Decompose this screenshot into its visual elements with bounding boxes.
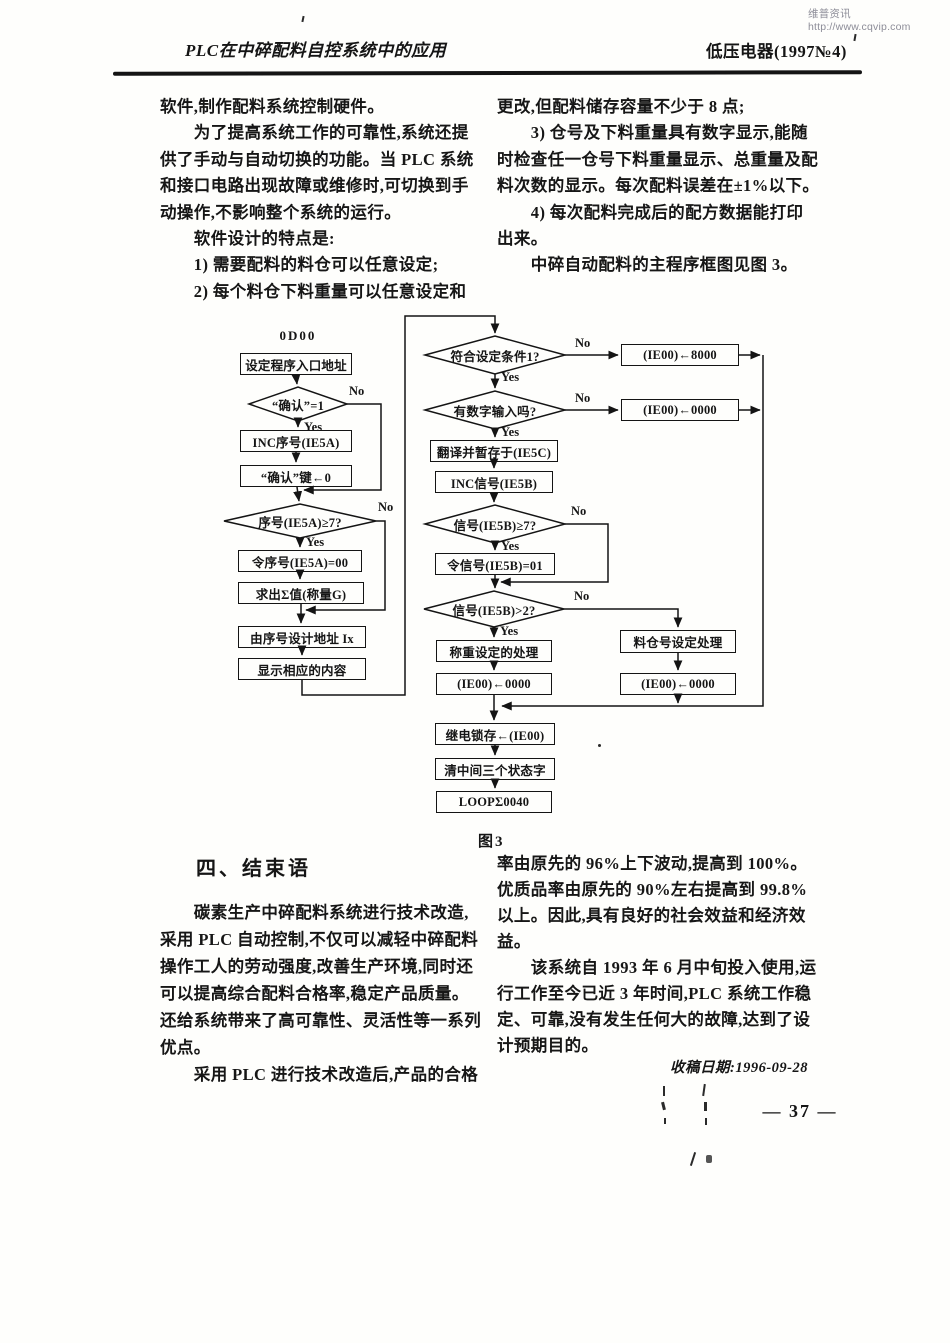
text-line: 以上。因此,具有良好的社会效益和经济效 <box>497 906 806 925</box>
body-column-top-right: 更改,但配料储存容量不少于 8 点; 3) 仓号及下料重量具有数字显示,能随时检… <box>497 94 863 279</box>
text-line: 采用 PLC 进行技术改造后,产品的合格 <box>160 1065 479 1084</box>
flow-node-translate: 翻译并暂存于(IE5C) <box>430 440 558 462</box>
branch-label-yes: Yes <box>501 370 520 384</box>
scan-artifact <box>664 1118 666 1124</box>
branch-label-yes: Yes <box>501 425 520 439</box>
branch-label-no: No <box>575 391 591 405</box>
text-line: 操作工人的劳动强度,改善生产环境,同时还 <box>160 957 474 976</box>
flow-node-display: 显示相应的内容 <box>238 658 366 680</box>
flow-node-ie00-0000-a: (IE00)←0000 <box>621 399 739 421</box>
scan-artifact <box>689 1152 697 1166</box>
flow-node-inc-seq: INC序号(IE5A) <box>240 430 352 452</box>
text-line: 时检查任一仓号下料重量显示、总重量及配 <box>497 149 819 169</box>
flowchart-connectors <box>223 315 764 789</box>
body-column-top-left: 软件,制作配料系统控制硬件。 为了提高系统工作的可靠性,系统还提供了手动与自动切… <box>160 94 495 305</box>
text-line: 碳素生产中碎配料系统进行技术改造, <box>160 903 469 922</box>
text-line: 3) 仓号及下料重量具有数字显示,能随 <box>497 123 808 143</box>
figure-caption: 图3 <box>478 834 505 850</box>
flow-decision-cond1: 符合设定条件1? <box>450 349 540 364</box>
body-column-bottom-right: 率由原先的 96%上下波动,提高到 100%。优质品率由原先的 90%左右提高到… <box>497 851 863 1059</box>
flow-node-ie00-8000: (IE00)←8000 <box>621 344 739 366</box>
scan-artifact <box>663 1086 665 1096</box>
flow-node-bin-proc: 料仓号设定处理 <box>620 630 736 653</box>
section-heading-conclusion: 四、结束语 <box>196 858 311 880</box>
branch-label-yes: Yes <box>500 624 519 638</box>
flow-node-confirm-key-0: “确认”键←0 <box>240 465 352 487</box>
branch-label-no: No <box>378 500 394 514</box>
text-line: 该系统自 1993 年 6 月中旬投入使用,运 <box>497 958 817 977</box>
flow-node-addr-ix: 由序号设计地址 Ix <box>238 626 366 648</box>
text-line: 为了提高系统工作的可靠性,系统还提 <box>160 123 469 143</box>
text-line: 动操作,不影响整个系统的运行。 <box>160 202 402 222</box>
watermark: 维普资讯 http://www.cqvip.com <box>808 8 911 33</box>
scan-artifact <box>598 744 601 747</box>
flow-node-sum-value: 求出Σ值(称量G) <box>238 582 364 604</box>
journal-issue-label: 低压电器(1997№4) <box>706 42 847 61</box>
scan-artifact <box>704 1102 707 1111</box>
text-line: 更改,但配料储存容量不少于 8 点; <box>497 97 745 116</box>
text-line: 软件,制作配料系统控制硬件。 <box>160 97 385 116</box>
branch-label-yes: Yes <box>501 539 520 553</box>
flow-node-ie00-0000-c: (IE00)←0000 <box>620 673 736 695</box>
scan-artifact <box>702 1083 706 1097</box>
page-number: — 37 — <box>762 1101 838 1121</box>
flowchart-figure-3: 0D00 设定程序入口地址 “确认”=1 INC序号(IE5A) “确认”键←0… <box>218 306 783 831</box>
text-line: 采用 PLC 自动控制,不仅可以减轻中碎配料 <box>160 930 479 949</box>
flow-decision-confirm: “确认”=1 <box>271 398 325 413</box>
flow-node-loop: LOOPΣ0040 <box>436 791 552 813</box>
scan-artifact <box>661 1101 666 1111</box>
text-line: 和接口电路出现故障或维修时,可切换到手 <box>160 176 469 196</box>
text-line: 优点。 <box>160 1038 211 1057</box>
text-line: 出来。 <box>497 229 548 249</box>
text-line: 计预期目的。 <box>497 1036 599 1055</box>
flow-decision-seq-ge7: 序号(IE5A)≥7? <box>258 515 342 530</box>
flow-node-clear-status: 清中间三个状态字 <box>435 758 555 780</box>
flow-decision-sig-ge7: 信号(IE5B)≥7? <box>453 518 537 533</box>
branch-label-no: No <box>349 384 365 398</box>
flow-entry-address-label: 0D00 <box>279 328 317 343</box>
branch-label-no: No <box>571 504 587 518</box>
text-line: 供了手动与自动切换的功能。当 PLC 系统 <box>160 149 474 169</box>
body-column-bottom-left: 碳素生产中碎配料系统进行技术改造, 采用 PLC 自动控制,不仅可以减轻中碎配料操… <box>160 899 498 1088</box>
text-line: 1) 需要配料的料仓可以任意设定; <box>160 255 439 275</box>
text-line: 还给系统带来了高可靠性、灵活性等一系列 <box>160 1011 482 1030</box>
branch-label-yes: Yes <box>306 535 325 549</box>
flow-node-relay-latch: 继电锁存←(IE00) <box>435 723 555 745</box>
scan-artifact <box>705 1118 707 1125</box>
flow-node-ie00-0000-b: (IE00)←0000 <box>436 673 552 695</box>
text-line: 益。 <box>497 932 531 951</box>
branch-label-yes: Yes <box>304 420 323 434</box>
text-line: 优质品率由原先的 90%左右提高到 99.8% <box>497 880 808 899</box>
flow-node-set-entry: 设定程序入口地址 <box>240 353 352 375</box>
text-line: 软件设计的特点是: <box>160 229 335 249</box>
scan-artifact <box>853 33 857 42</box>
page-header-title: PLC在中碎配料自控系统中的应用 <box>185 41 447 60</box>
text-line: 2) 每个料仓下料重量可以任意设定和 <box>160 281 467 301</box>
text-line: 中碎自动配料的主程序框图见图 3。 <box>497 255 798 275</box>
flow-decision-sig-gt2: 信号(IE5B)>2? <box>452 603 536 618</box>
branch-label-no: No <box>574 589 590 603</box>
branch-label-no: No <box>575 336 591 350</box>
header-rule <box>112 70 863 76</box>
flow-decision-digit-input: 有数字输入吗? <box>453 404 537 419</box>
flow-node-inc-signal: INC信号(IE5B) <box>435 471 553 493</box>
text-line: 料次数的显示。每次配料误差在±1%以下。 <box>497 176 820 196</box>
text-line: 4) 每次配料完成后的配方数据能打印 <box>497 202 804 222</box>
flow-node-sig-eq01: 令信号(IE5B)=01 <box>435 553 555 575</box>
text-line: 可以提高综合配料合格率,稳定产品质量。 <box>160 984 469 1003</box>
scan-artifact <box>706 1155 712 1163</box>
scan-artifact <box>301 15 305 23</box>
received-date: 收稿日期:1996-09-28 <box>670 1060 808 1076</box>
text-line: 定、可靠,没有发生任何大的故障,达到了设 <box>497 1010 811 1029</box>
flow-node-weight-proc: 称重设定的处理 <box>436 640 552 662</box>
flow-node-seq-eq00: 令序号(IE5A)=00 <box>238 550 362 572</box>
text-line: 行工作至今已近 3 年时间,PLC 系统工作稳 <box>497 984 812 1003</box>
text-line: 率由原先的 96%上下波动,提高到 100%。 <box>497 854 808 873</box>
